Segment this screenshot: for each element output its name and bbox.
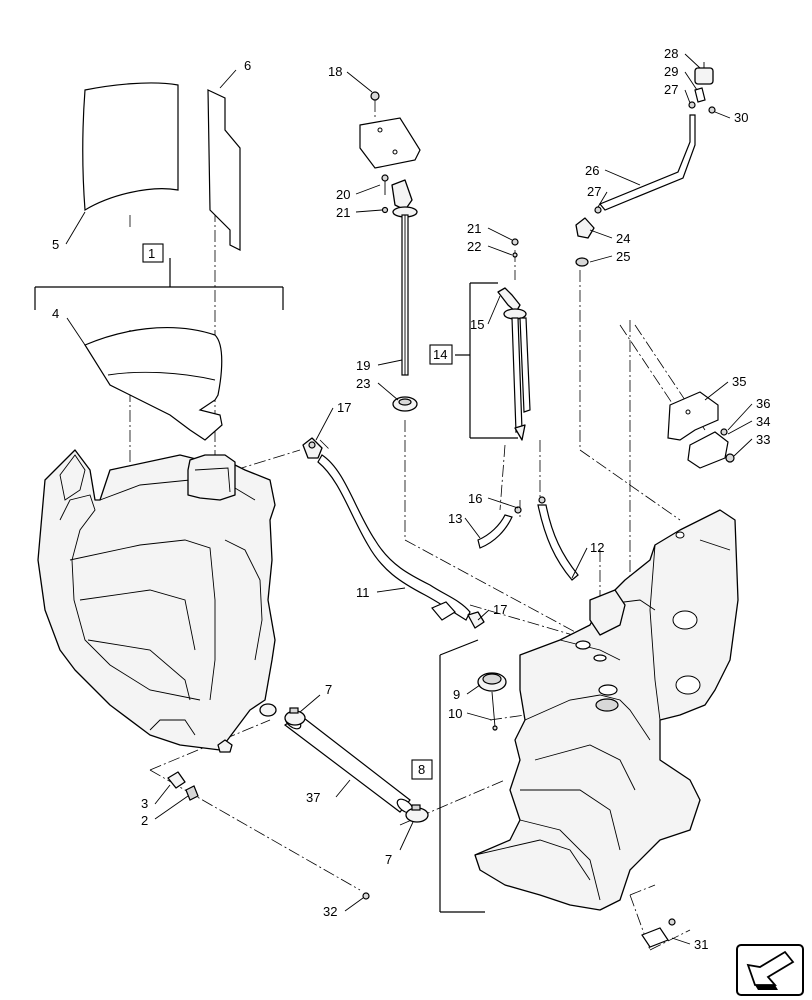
- fuel-line-12: [537, 496, 579, 581]
- callout-7-lower: 7: [385, 852, 392, 867]
- callout-28: 28: [664, 46, 678, 61]
- callout-3: 3: [141, 796, 148, 811]
- assembly-bracket-1: [34, 258, 284, 310]
- connector-17-lower: [431, 601, 485, 629]
- callout-27-lower: 27: [587, 184, 601, 199]
- breather-tube-26: [599, 114, 696, 211]
- callout-9: 9: [453, 687, 460, 702]
- nut-33: [725, 453, 735, 463]
- bolt-18: [370, 91, 380, 101]
- breather-filter-28: [694, 62, 714, 85]
- assembly-bracket-8: [439, 639, 485, 913]
- heat-shield-6: [207, 89, 241, 251]
- callout-26: 26: [585, 163, 599, 178]
- fuel-sender-19: [391, 179, 418, 376]
- callout-10: 10: [448, 706, 462, 721]
- clip-27-lower: [594, 206, 602, 214]
- callout-34: 34: [756, 414, 770, 429]
- callout-24: 24: [616, 231, 630, 246]
- fuel-hose-37: [283, 714, 414, 814]
- drain-fitting-3: [167, 771, 186, 789]
- callout-16: 16: [468, 491, 482, 506]
- callout-7-upper: 7: [325, 682, 332, 697]
- callout-32: 32: [323, 904, 337, 919]
- screw-22: [511, 238, 519, 258]
- callout-30: 30: [734, 110, 748, 125]
- fastener-32: [362, 892, 370, 900]
- callout-20: 20: [336, 187, 350, 202]
- gasket-23: [392, 396, 418, 412]
- callout-14: 14: [433, 347, 447, 362]
- callout-37: 37: [306, 790, 320, 805]
- drain-plug-2: [185, 785, 199, 801]
- front-direction-arrow-icon: [736, 944, 804, 996]
- callout-12: 12: [590, 540, 604, 555]
- callout-box-14: [429, 344, 453, 365]
- callout-18: 18: [328, 64, 342, 79]
- callout-31: 31: [694, 937, 708, 952]
- callout-6: 6: [244, 58, 251, 73]
- callout-23: 23: [356, 376, 370, 391]
- assembly-bracket-14: [455, 282, 518, 439]
- callout-36: 36: [756, 396, 770, 411]
- clip-27-upper: [688, 101, 696, 109]
- callout-2: 2: [141, 813, 148, 828]
- callout-17-lower: 17: [493, 602, 507, 617]
- callout-13: 13: [448, 511, 462, 526]
- callout-box-1: [142, 243, 164, 263]
- hose-clamp-7-upper: [284, 707, 306, 726]
- callout-27-upper: 27: [664, 82, 678, 97]
- floor-shield-4: [84, 326, 223, 441]
- cap-tether-10: [491, 691, 498, 731]
- callout-25: 25: [616, 249, 630, 264]
- callout-1: 1: [148, 246, 155, 261]
- fuel-cap-9: [477, 672, 507, 692]
- leader-lines: [65, 53, 753, 945]
- fuel-line-13: [477, 506, 522, 549]
- vent-tube-11: [302, 437, 471, 621]
- callout-33: 33: [756, 432, 770, 447]
- heat-shield-5: [82, 82, 179, 212]
- grommet-24: [575, 217, 595, 239]
- callout-15: 15: [470, 317, 484, 332]
- fuel-pickup-15: [497, 287, 531, 441]
- screw-20: [381, 174, 389, 195]
- right-fuel-tank-8: [474, 509, 739, 911]
- bracket-35: [667, 391, 719, 441]
- callout-box-8: [411, 759, 433, 780]
- callout-8: 8: [418, 762, 425, 777]
- left-fuel-tank-body: [37, 449, 277, 753]
- fastener-30: [708, 106, 716, 114]
- callout-21-right: 21: [467, 221, 481, 236]
- callout-labels: 1 2 3 4 5 6 7 7 8 9 10 11 12 13 14 15 16…: [52, 46, 770, 952]
- washer-21: [381, 206, 389, 214]
- hose-clamp-7-lower: [405, 804, 429, 823]
- callout-22: 22: [467, 239, 481, 254]
- sensor-36: [687, 431, 729, 469]
- callout-4: 4: [52, 306, 59, 321]
- callout-35: 35: [732, 374, 746, 389]
- bolt-34: [720, 428, 728, 436]
- callout-5: 5: [52, 237, 59, 252]
- seal-25: [575, 257, 589, 267]
- mounting-bracket: [359, 117, 421, 169]
- callout-19: 19: [356, 358, 370, 373]
- callout-29: 29: [664, 64, 678, 79]
- callout-21-left: 21: [336, 205, 350, 220]
- callout-11: 11: [356, 585, 370, 600]
- clamp-31: [641, 918, 676, 948]
- adapter-29: [694, 87, 706, 103]
- callout-17-upper: 17: [337, 400, 351, 415]
